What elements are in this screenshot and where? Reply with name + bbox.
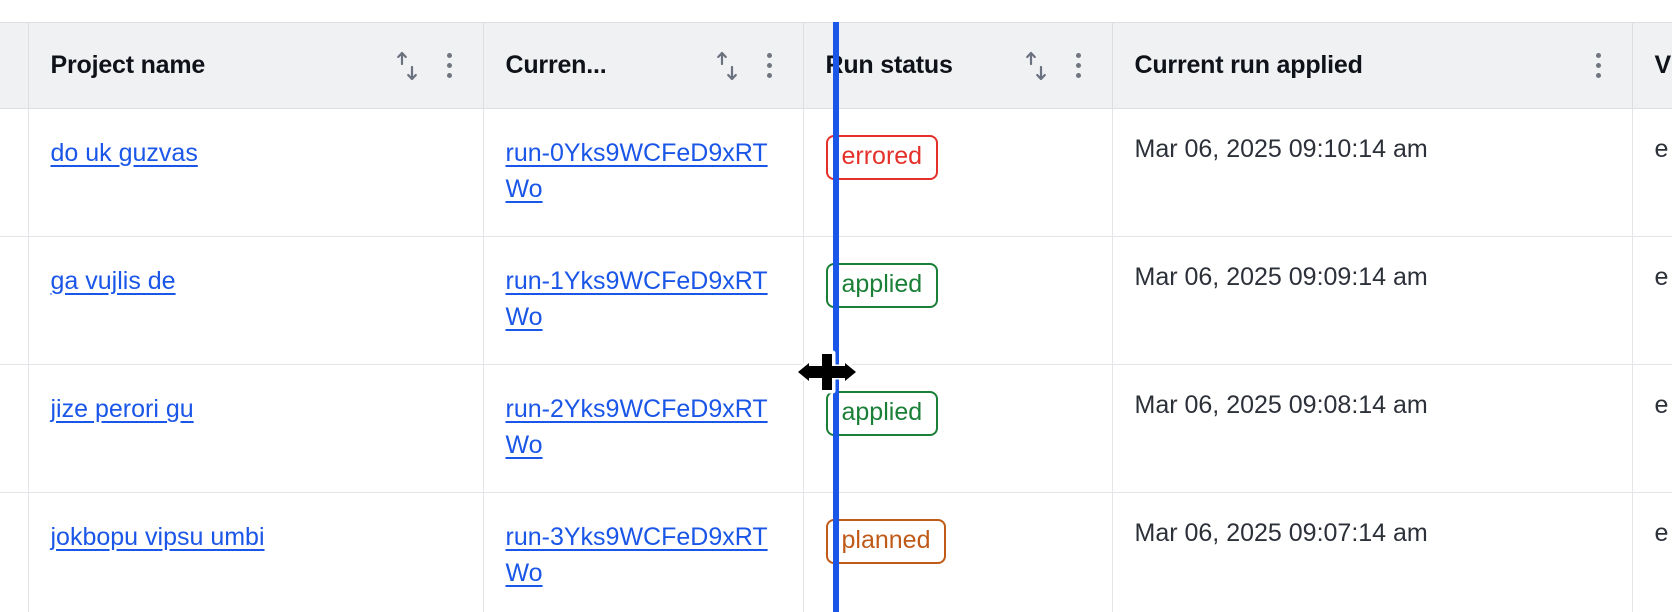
table-row[interactable]: ga vujlis de run-1Yks9WCFeD9xRTWo applie… (0, 236, 1672, 365)
table-row[interactable]: jokbopu vipsu umbi run-3Yks9WCFeD9xRTWo … (0, 492, 1672, 612)
column-header-project-name[interactable]: Project name (28, 22, 484, 109)
column-options-kebab-icon[interactable] (439, 51, 461, 81)
cell-current-run-applied: Mar 06, 2025 09:09:14 am (1112, 236, 1633, 365)
column-header-label-next-partial: V (1654, 51, 1672, 79)
table-row[interactable]: jize perori gu run-2Yks9WCFeD9xRTWo appl… (0, 364, 1672, 493)
column-tools-current-run-applied (1588, 51, 1610, 81)
column-header-run-status[interactable]: Run status (803, 22, 1113, 109)
cell-next-partial: e (1632, 108, 1672, 237)
column-header-label-current-run-applied: Current run applied (1134, 51, 1363, 79)
next-column-value: e (1654, 263, 1669, 291)
row-gutter (0, 364, 29, 493)
cell-next-partial: e (1632, 492, 1672, 612)
column-header-label-current-run: Curren... (505, 51, 607, 79)
cell-run-status: applied (803, 364, 1113, 493)
table-body: do uk guzvas run-0Yks9WCFeD9xRTWo errore… (0, 108, 1672, 612)
header-row: Project name (0, 22, 1672, 109)
cell-run-status: planned (803, 492, 1113, 612)
sort-icon[interactable] (1024, 50, 1050, 82)
column-options-kebab-icon[interactable] (1588, 51, 1610, 81)
cell-current-run: run-3Yks9WCFeD9xRTWo (483, 492, 804, 612)
applied-timestamp: Mar 06, 2025 09:07:14 am (1134, 519, 1428, 547)
current-run-link[interactable]: run-3Yks9WCFeD9xRTWo (505, 523, 768, 588)
data-table-container: Project name (0, 22, 1672, 612)
project-name-link[interactable]: ga vujlis de (50, 267, 176, 295)
applied-timestamp: Mar 06, 2025 09:10:14 am (1134, 135, 1428, 163)
status-badge: applied (825, 391, 939, 436)
cell-next-partial: e (1632, 236, 1672, 365)
cell-current-run-applied: Mar 06, 2025 09:08:14 am (1112, 364, 1633, 493)
next-column-value: e (1654, 519, 1669, 547)
column-header-next-partial[interactable]: V (1632, 22, 1672, 109)
current-run-link[interactable]: run-0Yks9WCFeD9xRTWo (505, 139, 768, 204)
cell-run-status: errored (803, 108, 1113, 237)
applied-timestamp: Mar 06, 2025 09:09:14 am (1134, 263, 1428, 291)
column-header-gutter (0, 22, 29, 109)
cell-run-status: applied (803, 236, 1113, 365)
cell-current-run: run-0Yks9WCFeD9xRTWo (483, 108, 804, 237)
cell-current-run-applied: Mar 06, 2025 09:10:14 am (1112, 108, 1633, 237)
row-gutter (0, 492, 29, 612)
applied-timestamp: Mar 06, 2025 09:08:14 am (1134, 391, 1428, 419)
cell-project-name: ga vujlis de (28, 236, 484, 365)
cell-current-run: run-2Yks9WCFeD9xRTWo (483, 364, 804, 493)
column-tools-run-status (1024, 50, 1090, 82)
next-column-value: e (1654, 391, 1669, 419)
project-name-link[interactable]: jokbopu vipsu umbi (50, 523, 265, 551)
projects-table: Project name (0, 22, 1672, 612)
table-row[interactable]: do uk guzvas run-0Yks9WCFeD9xRTWo errore… (0, 108, 1672, 237)
column-header-current-run-applied[interactable]: Current run applied (1112, 22, 1633, 109)
current-run-link[interactable]: run-1Yks9WCFeD9xRTWo (505, 267, 768, 332)
column-header-label-project-name: Project name (50, 51, 206, 79)
column-options-kebab-icon[interactable] (1068, 51, 1090, 81)
column-header-current-run[interactable]: Curren... (483, 22, 804, 109)
column-tools-current-run (715, 50, 781, 82)
project-name-link[interactable]: do uk guzvas (50, 139, 198, 167)
row-gutter (0, 108, 29, 237)
current-run-link[interactable]: run-2Yks9WCFeD9xRTWo (505, 395, 768, 460)
cell-project-name: jize perori gu (28, 364, 484, 493)
sort-icon[interactable] (715, 50, 741, 82)
status-badge: applied (825, 263, 939, 308)
table-header: Project name (0, 22, 1672, 109)
next-column-value: e (1654, 135, 1669, 163)
column-header-label-run-status: Run status (825, 51, 953, 79)
column-options-kebab-icon[interactable] (759, 51, 781, 81)
status-badge: planned (825, 519, 947, 564)
cell-current-run-applied: Mar 06, 2025 09:07:14 am (1112, 492, 1633, 612)
column-tools-project-name (395, 50, 461, 82)
cell-next-partial: e (1632, 364, 1672, 493)
cell-project-name: jokbopu vipsu umbi (28, 492, 484, 612)
cell-project-name: do uk guzvas (28, 108, 484, 237)
status-badge: errored (825, 135, 939, 180)
cell-current-run: run-1Yks9WCFeD9xRTWo (483, 236, 804, 365)
project-name-link[interactable]: jize perori gu (50, 395, 194, 423)
sort-icon[interactable] (395, 50, 421, 82)
row-gutter (0, 236, 29, 365)
